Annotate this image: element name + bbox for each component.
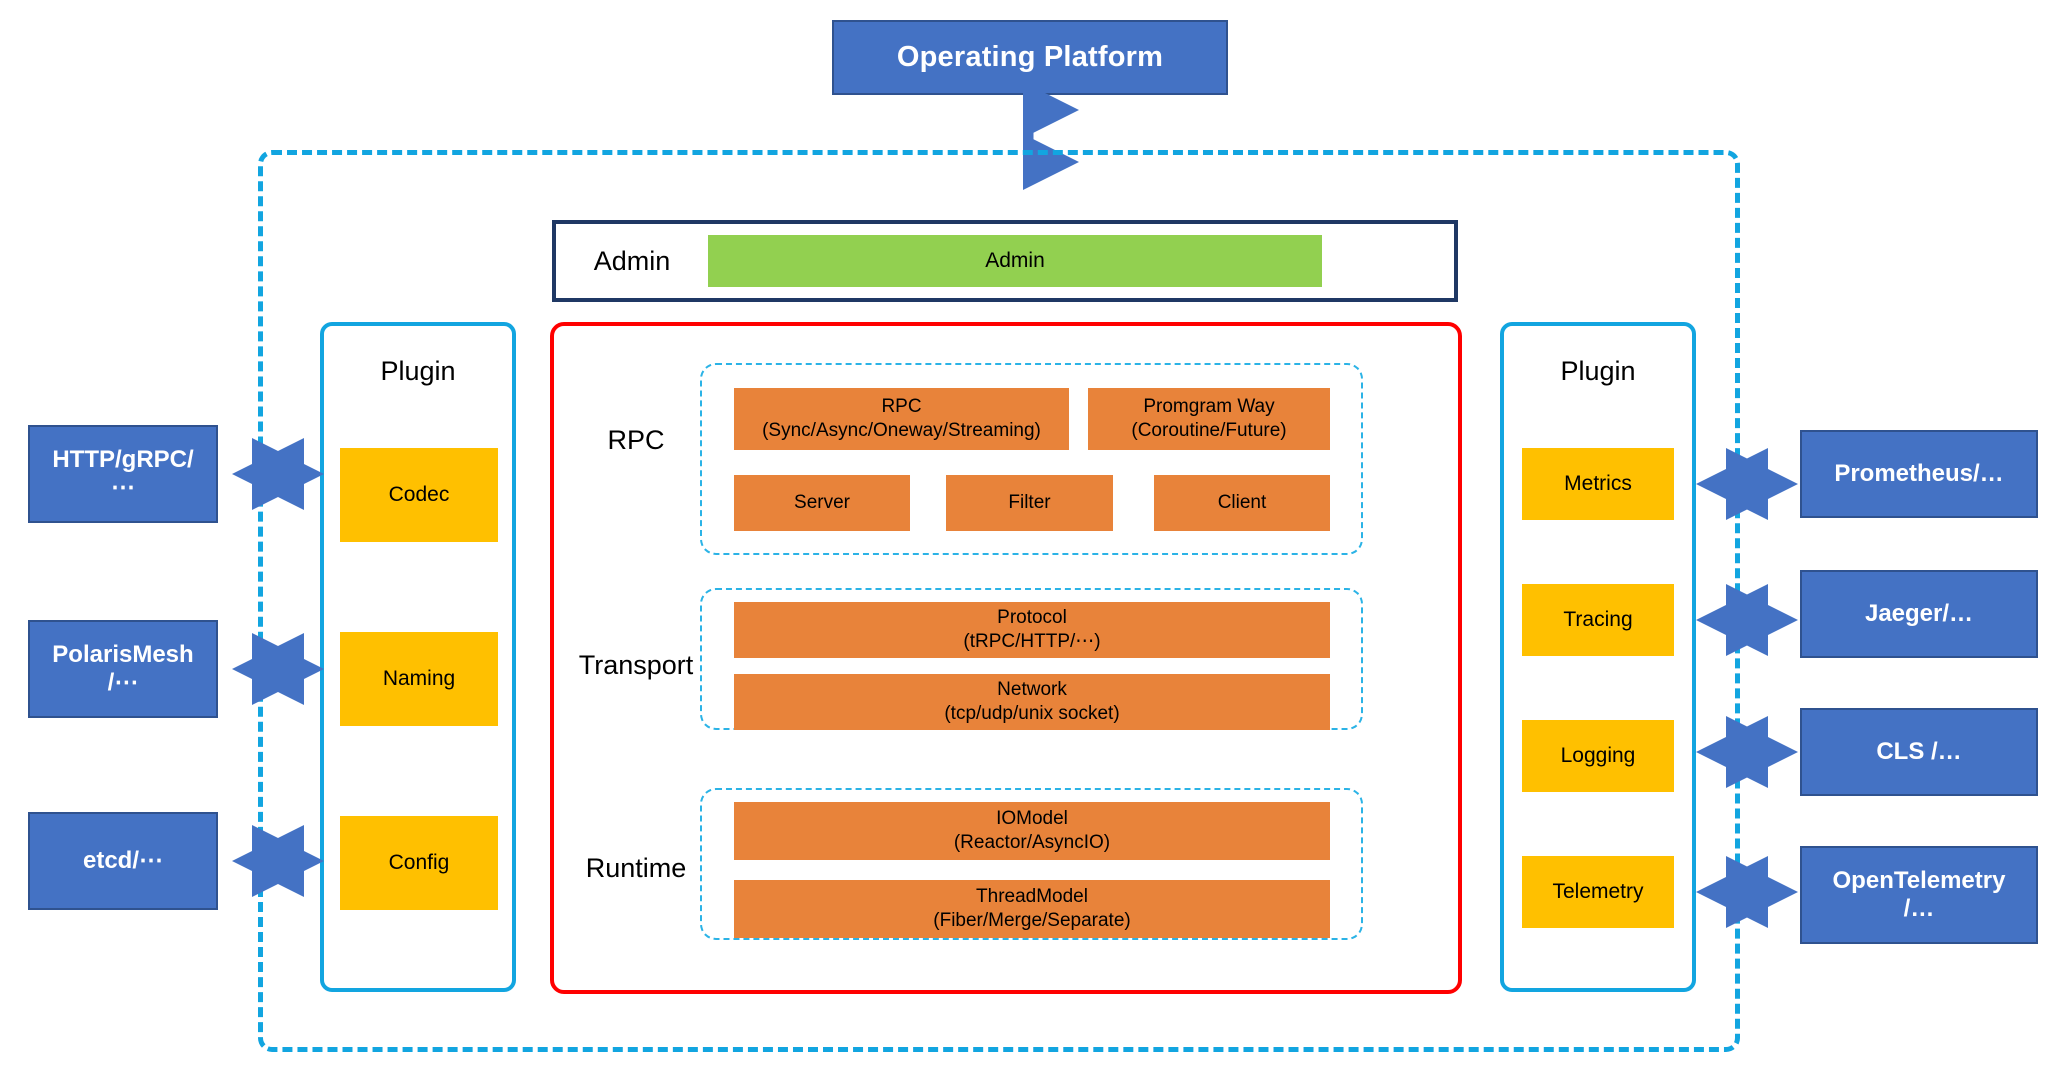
external-cls[interactable]: CLS /… bbox=[1800, 708, 2038, 796]
module-client: Client bbox=[1154, 475, 1330, 531]
external-prometheus[interactable]: Prometheus/… bbox=[1800, 430, 2038, 518]
plugin-item-label: Logging bbox=[1560, 744, 1636, 767]
external-line2: /⋯ bbox=[107, 669, 139, 696]
left-plugin-title: Plugin bbox=[380, 356, 456, 386]
module-program-way: Promgram Way (Coroutine/Future) bbox=[1088, 388, 1330, 450]
module-line2: (Sync/Async/Oneway/Streaming) bbox=[762, 420, 1041, 441]
admin-row-label: Admin bbox=[593, 245, 671, 276]
external-line1: CLS /… bbox=[1876, 737, 1962, 765]
external-line2: /… bbox=[1903, 895, 1935, 922]
module-line2: (Coroutine/Future) bbox=[1131, 420, 1287, 441]
external-line1: etcd/⋯ bbox=[82, 846, 163, 874]
double-arrow-horizontal-icon bbox=[232, 438, 324, 510]
right-plugin-title: Plugin bbox=[1560, 356, 1636, 386]
module-iomodel: IOModel (Reactor/AsyncIO) bbox=[734, 802, 1330, 860]
plugin-item-label: Metrics bbox=[1564, 472, 1632, 495]
double-arrow-horizontal-icon bbox=[232, 825, 324, 897]
module-line1: RPC bbox=[881, 396, 922, 418]
double-arrow-horizontal-icon bbox=[232, 633, 324, 705]
double-arrow-horizontal-icon bbox=[1696, 716, 1798, 788]
plugin-item-label: Naming bbox=[382, 667, 456, 690]
module-line2: (tRPC/HTTP/⋯) bbox=[963, 631, 1101, 652]
module-filter: Filter bbox=[946, 475, 1113, 531]
admin-module: Admin bbox=[708, 235, 1322, 287]
external-line1: Prometheus/… bbox=[1834, 459, 2004, 487]
plugin-item-telemetry[interactable]: Telemetry bbox=[1522, 856, 1674, 928]
tier-group-rpc bbox=[700, 363, 1363, 555]
module-line1: Server bbox=[794, 492, 850, 514]
plugin-item-tracing[interactable]: Tracing bbox=[1522, 584, 1674, 656]
module-line2: (Fiber/Merge/Separate) bbox=[933, 910, 1131, 931]
module-network: Network (tcp/udp/unix socket) bbox=[734, 674, 1330, 730]
plugin-item-logging[interactable]: Logging bbox=[1522, 720, 1674, 792]
external-opentelemetry[interactable]: OpenTelemetry /… bbox=[1800, 846, 2038, 944]
module-rpc-modes: RPC (Sync/Async/Oneway/Streaming) bbox=[734, 388, 1069, 450]
module-line2: (tcp/udp/unix socket) bbox=[944, 703, 1120, 724]
module-line1: IOModel bbox=[996, 808, 1068, 830]
tier-group-runtime bbox=[700, 788, 1363, 940]
external-line1: OpenTelemetry bbox=[1832, 866, 2006, 894]
module-line1: Network bbox=[997, 679, 1067, 701]
external-line1: Jaeger/… bbox=[1864, 599, 1974, 627]
plugin-item-metrics[interactable]: Metrics bbox=[1522, 448, 1674, 520]
module-line1: Filter bbox=[1008, 492, 1051, 514]
plugin-item-label: Telemetry bbox=[1552, 880, 1644, 903]
admin-row: Admin Admin bbox=[552, 220, 1458, 302]
plugin-item-config[interactable]: Config bbox=[340, 816, 498, 910]
module-server: Server bbox=[734, 475, 910, 531]
module-line2: (Reactor/AsyncIO) bbox=[953, 832, 1111, 853]
plugin-item-naming[interactable]: Naming bbox=[340, 632, 498, 726]
external-line1: HTTP/gRPC/ bbox=[52, 445, 194, 473]
operating-platform-label: Operating Platform bbox=[896, 41, 1164, 73]
tier-label-rpc: RPC bbox=[607, 424, 665, 455]
module-line1: Protocol bbox=[997, 607, 1067, 629]
double-arrow-horizontal-icon bbox=[1696, 584, 1798, 656]
plugin-item-codec[interactable]: Codec bbox=[340, 448, 498, 542]
external-jaeger[interactable]: Jaeger/… bbox=[1800, 570, 2038, 658]
external-polarismesh[interactable]: PolarisMesh /⋯ bbox=[28, 620, 218, 718]
module-line1: Client bbox=[1217, 492, 1267, 514]
external-line1: PolarisMesh bbox=[52, 640, 194, 668]
tier-label-runtime: Runtime bbox=[585, 852, 687, 883]
tier-label-transport: Transport bbox=[578, 649, 694, 680]
module-line1: Promgram Way bbox=[1143, 396, 1275, 418]
module-line1: ThreadModel bbox=[976, 886, 1088, 908]
external-line2: ⋯ bbox=[111, 474, 135, 501]
plugin-item-label: Codec bbox=[388, 483, 450, 506]
plugin-item-label: Config bbox=[388, 851, 450, 874]
double-arrow-horizontal-icon bbox=[1696, 448, 1798, 520]
module-threadmodel: ThreadModel (Fiber/Merge/Separate) bbox=[734, 880, 1330, 938]
external-etcd[interactable]: etcd/⋯ bbox=[28, 812, 218, 910]
module-protocol: Protocol (tRPC/HTTP/⋯) bbox=[734, 602, 1330, 658]
operating-platform-box: Operating Platform bbox=[832, 20, 1228, 95]
plugin-item-label: Tracing bbox=[1563, 608, 1633, 631]
double-arrow-horizontal-icon bbox=[1696, 856, 1798, 928]
external-http-grpc[interactable]: HTTP/gRPC/ ⋯ bbox=[28, 425, 218, 523]
